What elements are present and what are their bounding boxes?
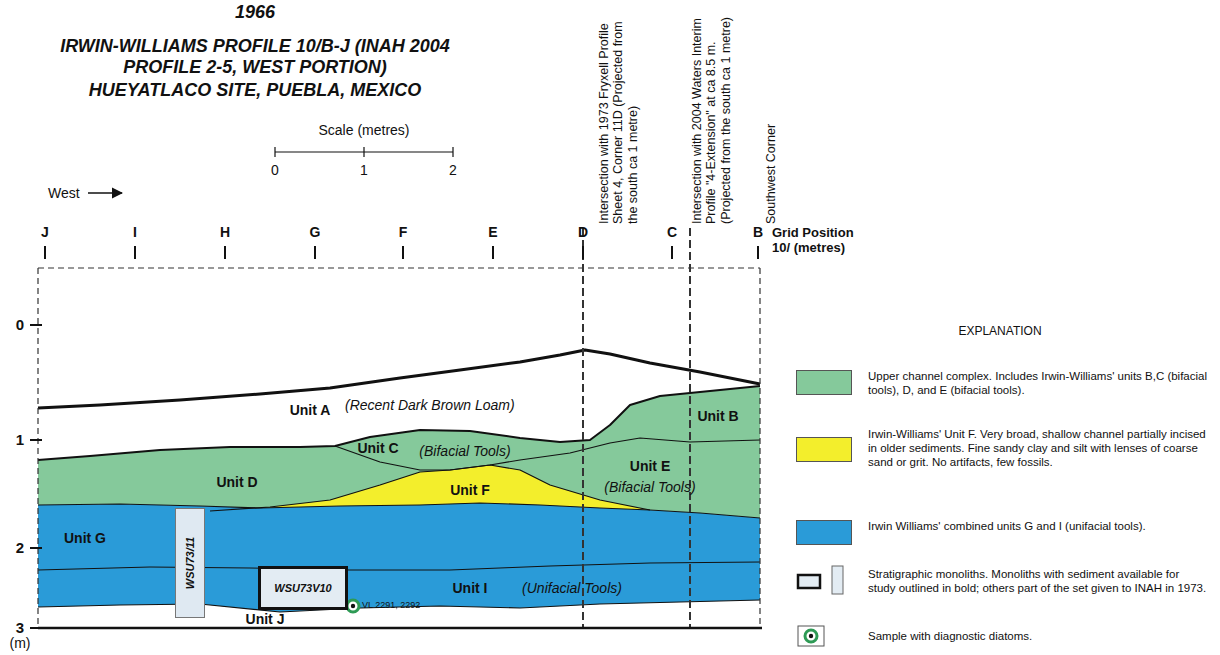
- unit-note: (Recent Dark Brown Loam): [345, 398, 515, 412]
- diatom-icon-box: [798, 626, 824, 646]
- unit-boundary: [38, 386, 760, 460]
- legend-text: Sample with diagnostic diatoms.: [868, 630, 1208, 644]
- grid-position-label: Grid Position 10/ (metres): [772, 226, 867, 256]
- axis-tick: [30, 547, 42, 549]
- depth-number: 2: [16, 539, 24, 556]
- unit-label: Unit J: [246, 612, 285, 626]
- unit-note: (Unifacial Tools): [522, 581, 622, 595]
- grid-letter: F: [399, 224, 408, 240]
- unit-label: Unit F: [450, 483, 490, 497]
- monolith-icon: [798, 575, 820, 588]
- corner-note: Southwest Corner: [764, 124, 778, 224]
- scale-number: 0: [271, 162, 279, 178]
- unit-boundary: [335, 438, 760, 470]
- grid-tick: [314, 246, 316, 259]
- strata-layers: [38, 350, 760, 612]
- direction-label: West: [48, 185, 80, 201]
- frame-right: [759, 268, 760, 628]
- monolith-label: WSU73/11: [184, 537, 196, 589]
- unit-label: Unit C: [357, 441, 398, 455]
- unit-note: (Bifacial Tools): [604, 480, 695, 494]
- depth-number: 1: [16, 431, 24, 448]
- scale-number: 1: [360, 162, 368, 178]
- upper-channel-fill: [38, 386, 760, 518]
- legend-swatch: [796, 370, 852, 395]
- stratigraphic-monolith: WSU73/11: [175, 508, 205, 618]
- legend-heading: EXPLANATION: [958, 325, 1041, 339]
- stratigraphic-monolith: WSU73V10: [258, 566, 348, 610]
- depth-unit: (m): [10, 635, 31, 651]
- intersection-note: Intersection with 1973 Fryxell Profile S…: [597, 6, 640, 224]
- unit-label: Unit I: [453, 581, 488, 595]
- grid-ticks: [45, 246, 758, 259]
- grid-tick: [44, 246, 46, 259]
- legend-text: Stratigraphic monoliths. Monoliths with …: [868, 568, 1208, 596]
- year-label: 1966: [235, 2, 275, 23]
- monolith-icon: [832, 566, 843, 594]
- unit-boundary: [38, 600, 760, 612]
- legend-text: Irwin-Williams' Unit F. Very broad, shal…: [868, 428, 1208, 469]
- unit-boundary: [38, 562, 760, 570]
- intersection-line: [582, 228, 584, 628]
- intersection-line: [689, 228, 691, 628]
- scale-tick: [274, 147, 275, 157]
- grid-letter: C: [667, 224, 677, 240]
- diatom-marker-dot: [809, 634, 813, 638]
- grid-letter: I: [133, 224, 137, 240]
- legend-swatch: [796, 437, 852, 462]
- profile-base: [38, 627, 762, 630]
- grid-letter: E: [488, 224, 497, 240]
- grid-tick: [492, 246, 494, 259]
- grid-tick: [671, 246, 673, 259]
- frame-left: [37, 268, 38, 628]
- unit-label: Unit E: [630, 459, 670, 473]
- grid-tick: [582, 246, 584, 259]
- grid-tick: [757, 246, 759, 259]
- diatom-marker: [805, 630, 817, 642]
- diatom-marker-dot: [351, 604, 355, 608]
- grid-letter: J: [41, 224, 49, 240]
- scale-tick: [452, 147, 453, 157]
- grid-letter: B: [753, 224, 763, 240]
- intersection-note: Intersection with 2004 Waters Interim Pr…: [690, 6, 733, 224]
- unit-label: Unit G: [64, 531, 106, 545]
- grid-letter: D: [578, 224, 588, 240]
- units-g-i-fill: [38, 503, 760, 612]
- sample-number: VL 2291, 2292: [362, 600, 420, 610]
- frame-top: [38, 267, 760, 268]
- grid-tick: [402, 246, 404, 259]
- scale-number: 2: [449, 162, 457, 178]
- diatom-marker: [347, 600, 359, 612]
- unit-note: (Bifacial Tools): [419, 444, 510, 458]
- depth-number: 0: [16, 316, 24, 333]
- unit-boundary: [38, 503, 760, 518]
- grid-tick: [134, 246, 136, 259]
- direction-arrow: [88, 192, 122, 194]
- unit-label: Unit D: [216, 475, 257, 489]
- unit-label: Unit B: [697, 409, 738, 423]
- axis-tick: [30, 439, 42, 441]
- profile-title: IRWIN-WILLIAMS PROFILE 10/B-J (INAH 2004…: [40, 36, 470, 77]
- grid-tick: [224, 246, 226, 259]
- legend-swatch: [796, 520, 852, 545]
- scale-title: Scale (metres): [318, 122, 409, 138]
- unit-label: Unit A: [290, 403, 331, 417]
- legend-text: Irwin Williams' combined units G and I (…: [868, 520, 1208, 534]
- site-label: HUEYATLACO SITE, PUEBLA, MEXICO: [89, 80, 421, 101]
- legend-text: Upper channel complex. Includes Irwin-Wi…: [868, 370, 1208, 398]
- legend-icons: [798, 566, 843, 646]
- monolith-label: WSU73V10: [274, 582, 331, 594]
- axis-tick: [30, 324, 42, 326]
- scale-tick: [363, 147, 364, 157]
- grid-letter: H: [220, 224, 230, 240]
- axis-tick: [30, 627, 42, 629]
- profile-frame: [30, 147, 762, 628]
- diatom-sample: [347, 600, 359, 612]
- depth-number: 3: [16, 619, 24, 636]
- grid-letter: G: [310, 224, 321, 240]
